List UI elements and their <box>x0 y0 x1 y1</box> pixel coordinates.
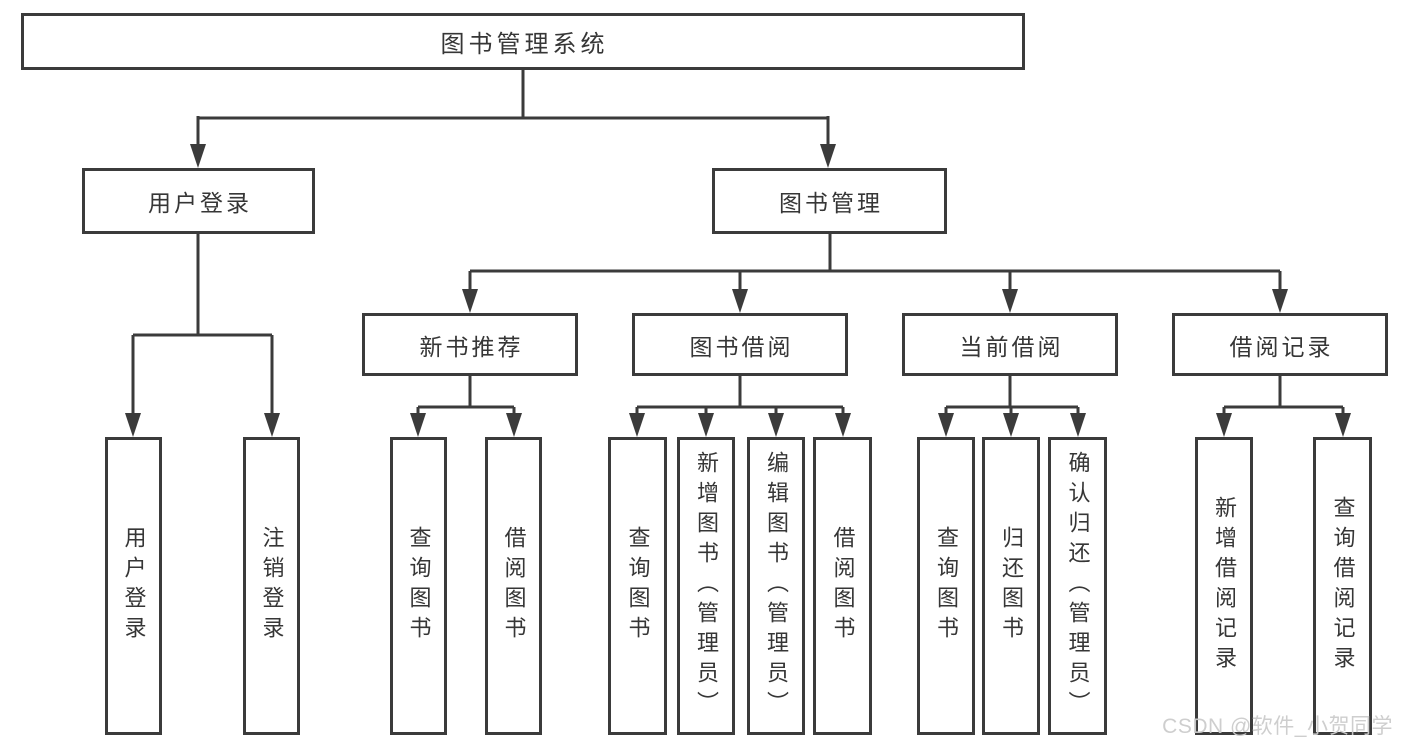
leaf-records-add-record: 新增借阅记录 <box>1195 437 1253 735</box>
node-library-management-system: 图书管理系统 <box>21 13 1025 70</box>
node-borrowing-records: 借阅记录 <box>1172 313 1388 376</box>
node-book-management: 图书管理 <box>712 168 947 234</box>
leaf-user-login: 用户登录 <box>105 437 162 735</box>
edge-current-borrowing-to-leaves <box>938 376 1086 437</box>
edge-user-login-to-leaves <box>125 234 280 437</box>
edge-book-management-to-level3 <box>462 234 1288 313</box>
leaf-borrowing-borrow-book: 借阅图书 <box>813 437 872 735</box>
leaf-borrowing-add-book-admin: 新增图书（管理员） <box>677 437 735 735</box>
edge-new-book-recommendation-to-leaves <box>410 376 522 437</box>
leaf-recommend-borrow-book: 借阅图书 <box>485 437 542 735</box>
node-user-login: 用户登录 <box>82 168 315 234</box>
leaf-records-query-record: 查询借阅记录 <box>1313 437 1372 735</box>
node-book-borrowing: 图书借阅 <box>632 313 848 376</box>
edge-book-borrowing-to-leaves <box>629 376 851 437</box>
leaf-current-query-book: 查询图书 <box>917 437 975 735</box>
leaf-recommend-query-book: 查询图书 <box>390 437 447 735</box>
leaf-current-return-book: 归还图书 <box>982 437 1040 735</box>
leaf-current-confirm-return-admin: 确认归还（管理员） <box>1048 437 1107 735</box>
leaf-logout-login: 注销登录 <box>243 437 300 735</box>
leaf-borrowing-edit-book-admin: 编辑图书（管理员） <box>747 437 805 735</box>
node-current-borrowing: 当前借阅 <box>902 313 1118 376</box>
node-new-book-recommendation: 新书推荐 <box>362 313 578 376</box>
leaf-borrowing-query-book: 查询图书 <box>608 437 667 735</box>
edge-root-to-level2 <box>190 70 836 168</box>
edge-borrowing-records-to-leaves <box>1216 376 1351 437</box>
